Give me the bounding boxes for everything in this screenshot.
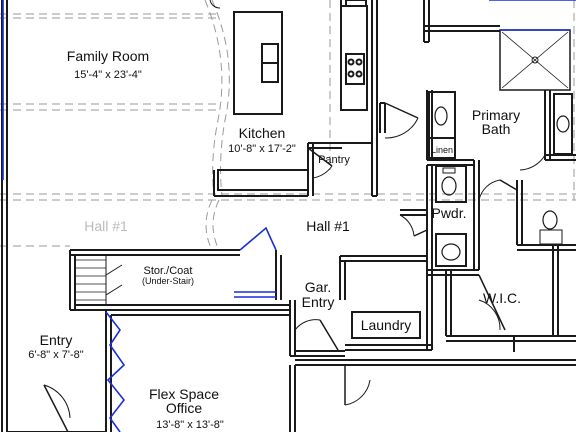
primary-bath-name-line1: Primary: [472, 107, 520, 123]
entry-dims: 6'-8" x 7'-8": [28, 349, 84, 361]
door-swings: [43, 0, 546, 432]
stor-coat-name: Stor./Coat: [144, 265, 193, 277]
linen-name: Linen: [431, 145, 453, 155]
gar-entry-name-line1: Gar.: [305, 279, 331, 295]
family-room-dims: 15'-4" x 23'-4": [74, 69, 142, 81]
entry-name: Entry: [40, 332, 73, 348]
family-room-name: Family Room: [67, 48, 149, 64]
flex-space-name-line2: Office: [166, 400, 203, 416]
kitchen-name: Kitchen: [239, 125, 286, 141]
room-labels: Family Room 15'-4" x 23'-4" Kitchen 10'-…: [28, 48, 521, 431]
hall-1-faded-name: Hall #1: [84, 218, 128, 234]
stor-coat-note: (Under-Stair): [142, 276, 194, 286]
primary-bath-name-line2: Bath: [482, 121, 511, 137]
flex-space-dims: 13'-8" x 13'-8": [156, 419, 224, 431]
dashed-lines: [0, 0, 576, 251]
wic-name: W.I.C.: [483, 290, 521, 306]
powder-name: Pwdr.: [431, 205, 466, 221]
gar-entry-name-line2: Entry: [302, 294, 335, 310]
pantry-name: Pantry: [318, 154, 350, 166]
flex-space-name-line1: Flex Space: [149, 386, 219, 402]
laundry-name: Laundry: [361, 317, 412, 333]
hall-1-name: Hall #1: [306, 218, 350, 234]
kitchen-dims: 10'-8" x 17'-2": [228, 143, 296, 155]
